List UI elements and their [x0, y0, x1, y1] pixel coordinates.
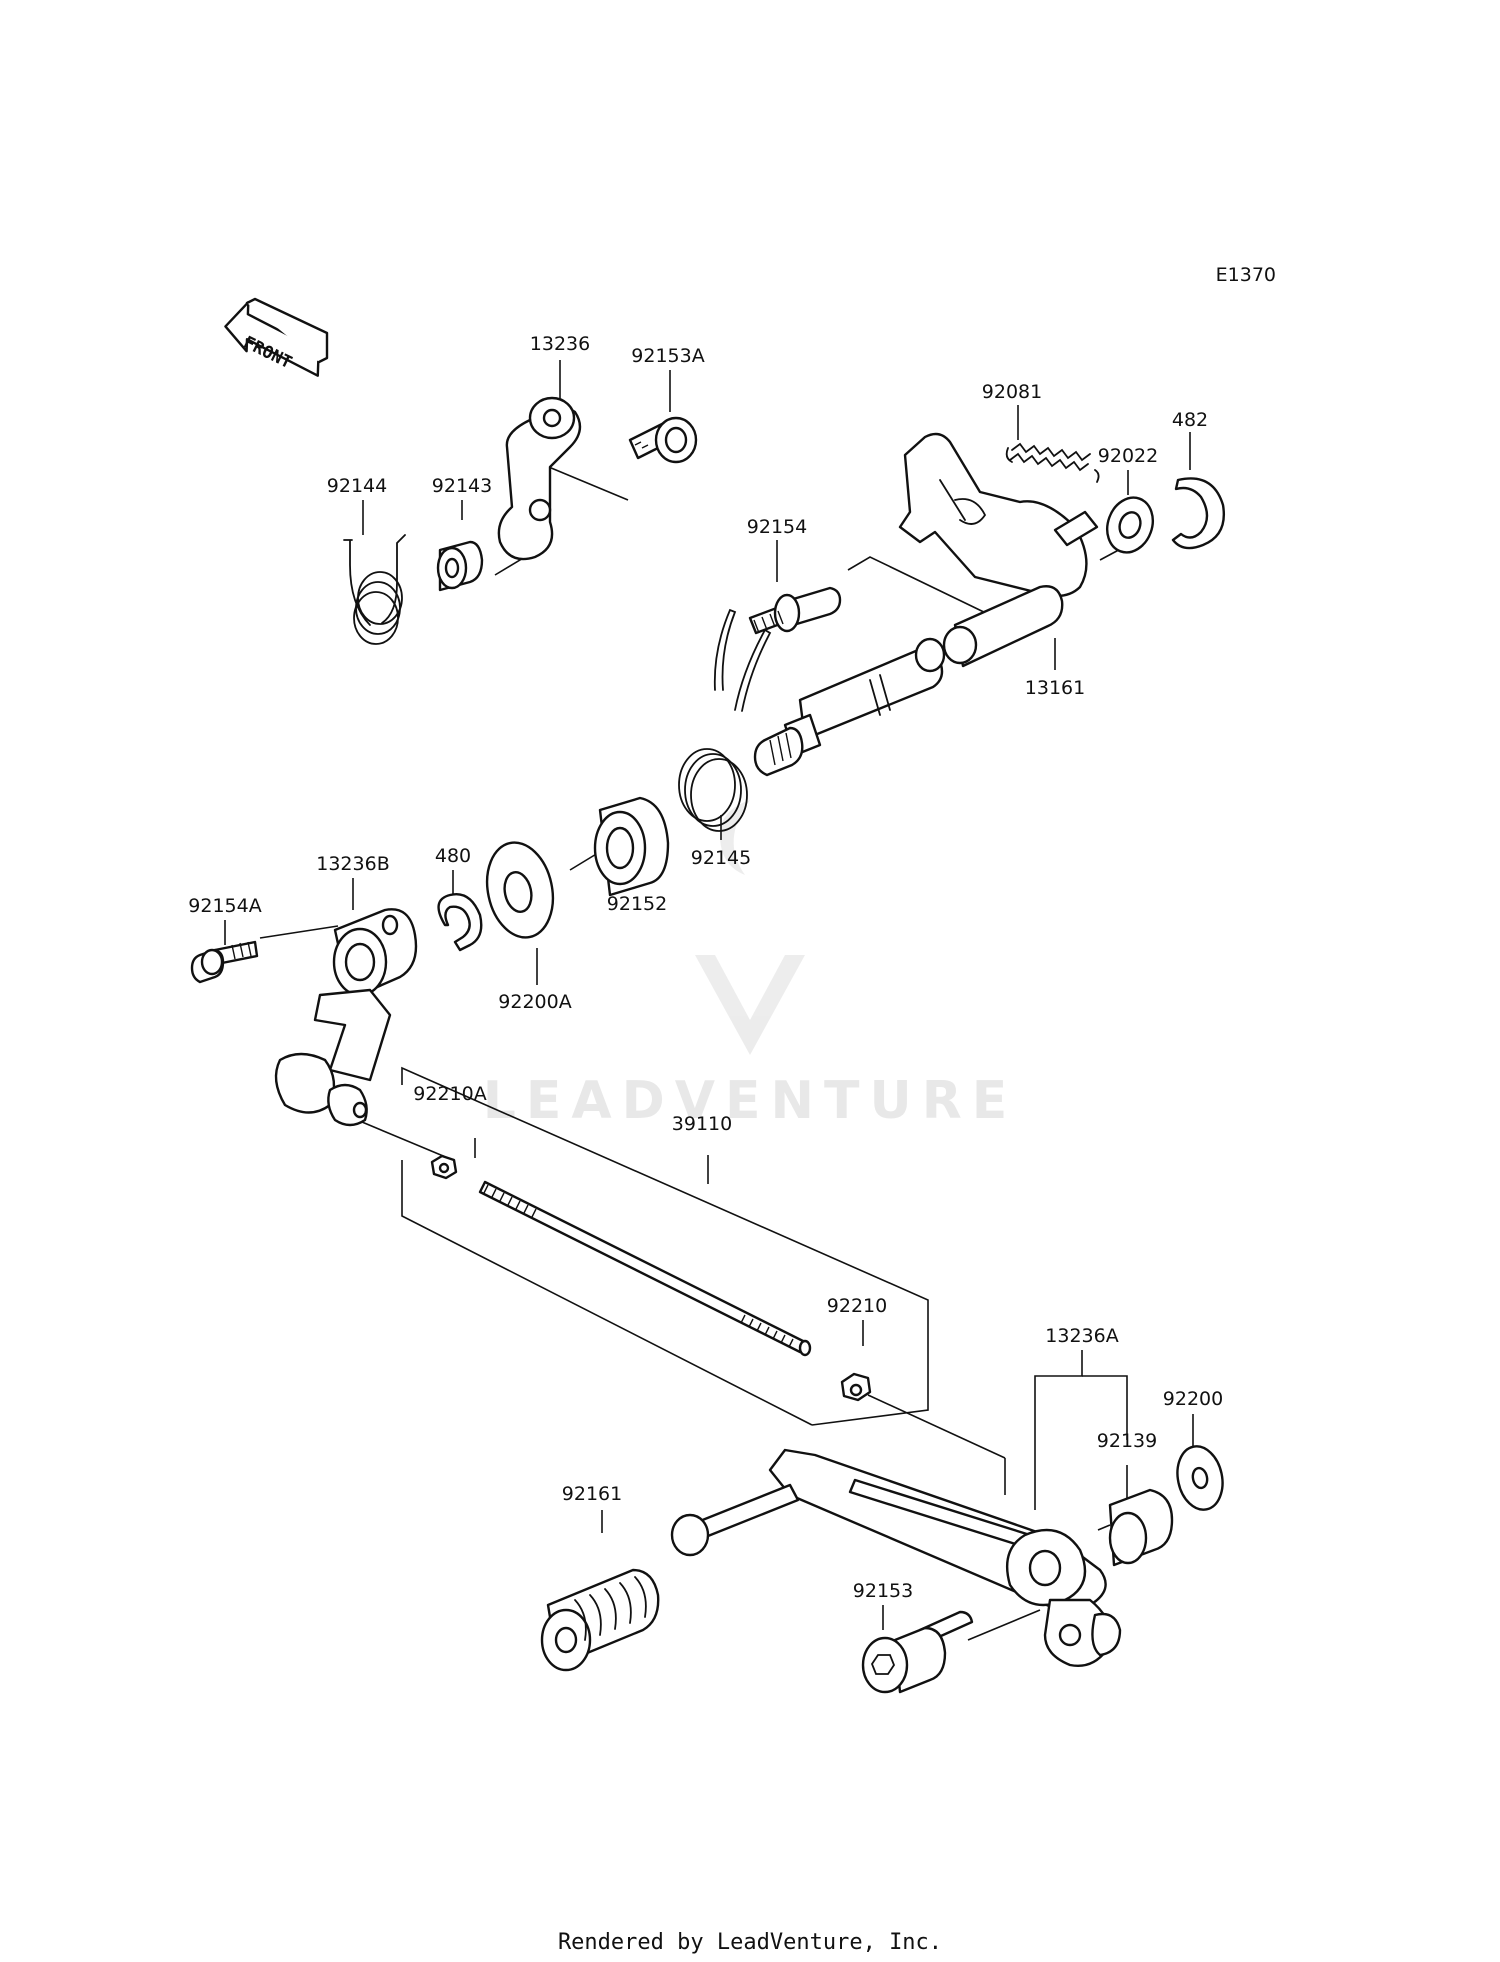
rubber-92161-icon: [540, 1568, 660, 1672]
front-arrow-icon: FRONT: [224, 297, 329, 377]
collar-92152-icon: [593, 796, 670, 897]
part-label-92143[interactable]: 92143: [432, 475, 492, 497]
part-label-13236b[interactable]: 13236B: [316, 853, 389, 875]
part-label-92154[interactable]: 92154: [747, 516, 807, 538]
part-label-92152[interactable]: 92152: [607, 893, 667, 915]
lever-13236b-icon: [274, 908, 418, 1127]
part-labels: 13236 92153A 92144 92143 92081 482 92022…: [188, 333, 1223, 1602]
footer-credit: Rendered by LeadVenture, Inc.: [557, 1930, 943, 1955]
part-label-92081[interactable]: 92081: [982, 381, 1042, 403]
tie-rod-39110-icon: [478, 1180, 812, 1357]
part-label-92210a[interactable]: 92210A: [413, 1083, 486, 1105]
shaft-13161-icon: [753, 432, 1099, 777]
washer-92200-icon: [1176, 1445, 1224, 1511]
bolt-92153-icon: [861, 1610, 974, 1694]
part-label-13236a[interactable]: 13236A: [1045, 1325, 1118, 1347]
part-label-13236[interactable]: 13236: [530, 333, 590, 355]
part-label-92153a[interactable]: 92153A: [631, 345, 704, 367]
part-label-92022[interactable]: 92022: [1098, 445, 1158, 467]
pedal-lever-13236a-icon: [670, 1448, 1122, 1667]
circlip-482-icon: [1171, 477, 1225, 550]
collar-92139-icon: [1108, 1488, 1174, 1567]
diagram-code: E1370: [1216, 264, 1276, 286]
watermark-text: LEADVENTURE: [483, 1071, 1018, 1131]
part-label-92153[interactable]: 92153: [853, 1580, 913, 1602]
lever-13236-icon: [497, 396, 582, 561]
nut-92210-icon: [840, 1372, 872, 1402]
part-label-92200[interactable]: 92200: [1163, 1388, 1223, 1410]
part-label-92200a[interactable]: 92200A: [498, 991, 571, 1013]
nut-92210a-icon: [430, 1154, 458, 1180]
collar-92143-icon: [436, 540, 484, 592]
part-label-92161[interactable]: 92161: [562, 1483, 622, 1505]
washer-92200a-icon: [485, 841, 555, 939]
part-label-92154a[interactable]: 92154A: [188, 895, 261, 917]
part-label-92210[interactable]: 92210: [827, 1295, 887, 1317]
part-label-480[interactable]: 480: [435, 845, 471, 867]
circlip-480-icon: [437, 893, 483, 952]
part-label-482[interactable]: 482: [1172, 409, 1208, 431]
part-label-92144[interactable]: 92144: [327, 475, 387, 497]
watermark: LEADVENTURE: [483, 800, 1018, 1131]
spring-92081-icon: [1005, 442, 1100, 483]
part-label-39110[interactable]: 39110: [672, 1113, 732, 1135]
part-label-92139[interactable]: 92139: [1097, 1430, 1157, 1452]
bolt-92154a-icon: [190, 940, 259, 984]
spring-92144-icon: [343, 534, 406, 645]
bolt-92153a-icon: [628, 416, 698, 464]
part-label-92145[interactable]: 92145: [691, 847, 751, 869]
bolt-92154-icon: [748, 586, 842, 635]
part-label-13161[interactable]: 13161: [1025, 677, 1085, 699]
spring-92145-icon: [678, 608, 772, 832]
washer-92022-icon: [1106, 496, 1154, 554]
